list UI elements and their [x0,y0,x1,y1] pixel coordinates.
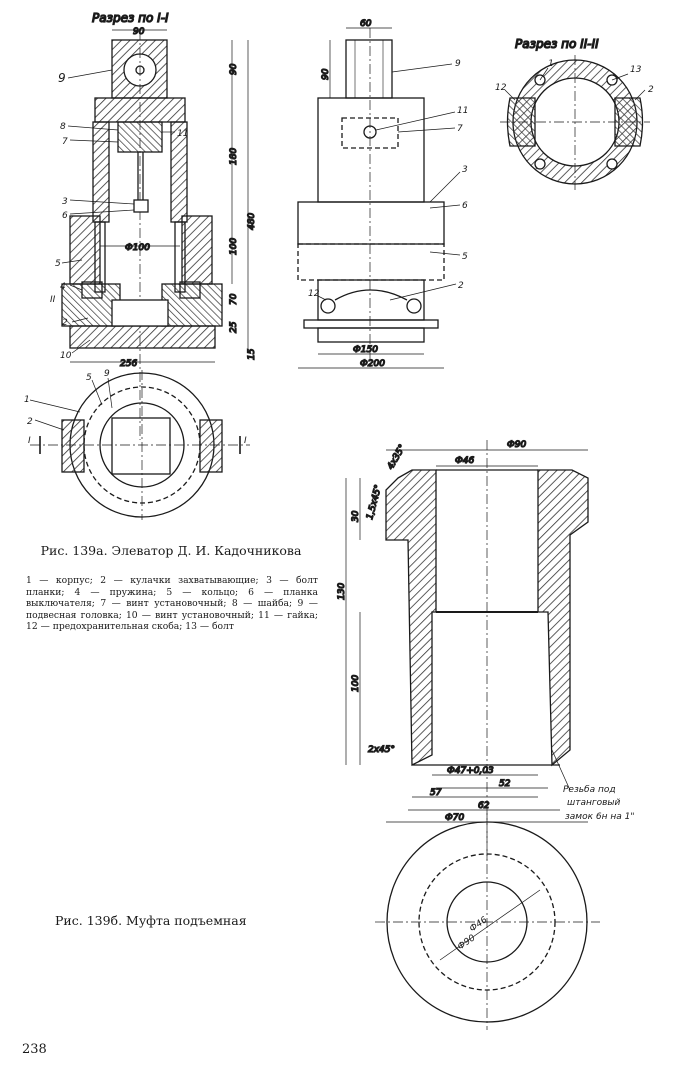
dim-h480: 480 [247,213,257,230]
part-2-label: 2 [62,318,68,328]
page-number: 238 [22,1042,47,1057]
plan-sec-mark-left: I [28,436,31,446]
figure-b-caption: Рис. 139б. Муфта подъемная [55,913,247,928]
figure-a-caption: Рис. 139а. Элеватор Д. И. Кадочникова [40,543,302,558]
part-4-label: 4 [60,282,66,292]
dim-coupling-d70: Ф70 [445,813,464,823]
dim-d150: Ф150 [353,345,378,355]
side-part-9: 9 [455,59,461,69]
figure-a-legend: 1 — корпус; 2 — кулачки захватывающие; 3… [26,575,318,632]
part-7-label: 7 [62,137,68,147]
plan-dim-d46: Ф46 [468,915,490,934]
sec2-part-2: 2 [648,85,654,95]
part-10-label: 10 [60,351,72,361]
side-part-12: 12 [308,289,320,299]
dim-coupling-57: 57 [430,788,442,798]
elevator-side-view: 60 90 Ф150 Ф200 [297,18,461,370]
elevator-section-1: Разрез по I-I 90 90 180 480 [61,10,258,440]
section-1-part-labels: 9 8 7 11 3 6 5 4 II 2 10 [50,71,188,361]
thread-note-line-2: штанговый [567,798,621,808]
dim-h100: 100 [229,238,239,255]
elevator-plan-view [29,370,250,520]
side-part-5: 5 [462,252,468,262]
dim-chamfer-side: 1,5х45° [365,484,384,521]
dim-coupling-52: 52 [499,779,511,789]
section-1-title: Разрез по I-I [92,11,169,25]
part-6-label: 6 [62,211,68,221]
section-2-mark: II [50,295,56,305]
plan-view-labels: 1 2 5 9 I I [24,369,247,446]
dim-coupling-h130: 130 [337,583,347,600]
dim-h25: 25 [229,321,239,333]
sec2-part-1: 1 [548,59,554,69]
part-8-label: 8 [60,122,66,132]
dim-coupling-d90: Ф90 [507,440,526,450]
thread-note: Резьба под штанговый замок 6н на 1" [563,785,635,822]
thread-note-line-3: замок 6н на 1" [565,812,635,822]
part-3-label: 3 [62,197,68,207]
side-view-part-labels: 9 11 7 3 6 5 2 12 [308,59,468,299]
sec2-part-12: 12 [495,83,507,93]
dim-chamfer-top: 4х35° [386,443,408,471]
dim-d100: Ф100 [125,243,150,253]
dim-coupling-62: 62 [478,801,490,811]
dim-coupling-h100: 100 [351,675,361,692]
side-part-6: 6 [462,201,468,211]
dim-coupling-h30: 30 [351,510,361,522]
dim-side-90: 90 [321,68,331,80]
section-2-title: Разрез по II-II [515,37,599,51]
side-part-2: 2 [458,281,464,291]
plan-part-1: 1 [24,395,30,405]
part-11-label: 11 [177,129,188,139]
dim-h90: 90 [229,63,239,75]
dim-90-top: 90 [133,27,145,37]
side-part-11: 11 [457,106,468,116]
dim-chamfer-bottom: 2х45° [368,745,395,755]
part-5-label: 5 [55,259,61,269]
dim-h70: 70 [229,293,239,305]
dim-w256: 256 [120,359,137,369]
dim-h180: 180 [229,148,239,165]
dim-d200: Ф200 [360,359,385,369]
coupling-section: Ф90 Ф46 4х35° 1,5х45° 30 130 100 2х45° Ф… [336,439,589,860]
dim-h15: 15 [247,348,257,360]
plan-part-9: 9 [104,369,110,379]
plan-part-2: 2 [27,417,33,427]
side-part-7: 7 [457,124,463,134]
dim-side-60: 60 [360,19,372,29]
plan-sec-mark-right: I [244,436,247,446]
side-part-3: 3 [462,165,468,175]
part-9-label: 9 [58,71,66,85]
coupling-plan-view [375,810,600,1030]
dim-coupling-d46: Ф46 [455,456,474,466]
plan-part-5: 5 [86,373,92,383]
dim-coupling-d47: Ф47+0,03 [447,766,494,776]
elevator-section-2: Разрез по II-II [500,36,650,190]
sec2-part-13: 13 [630,65,642,75]
section-2-part-labels: 1 12 13 2 [495,59,654,95]
thread-note-line-1: Резьба под [563,785,616,795]
